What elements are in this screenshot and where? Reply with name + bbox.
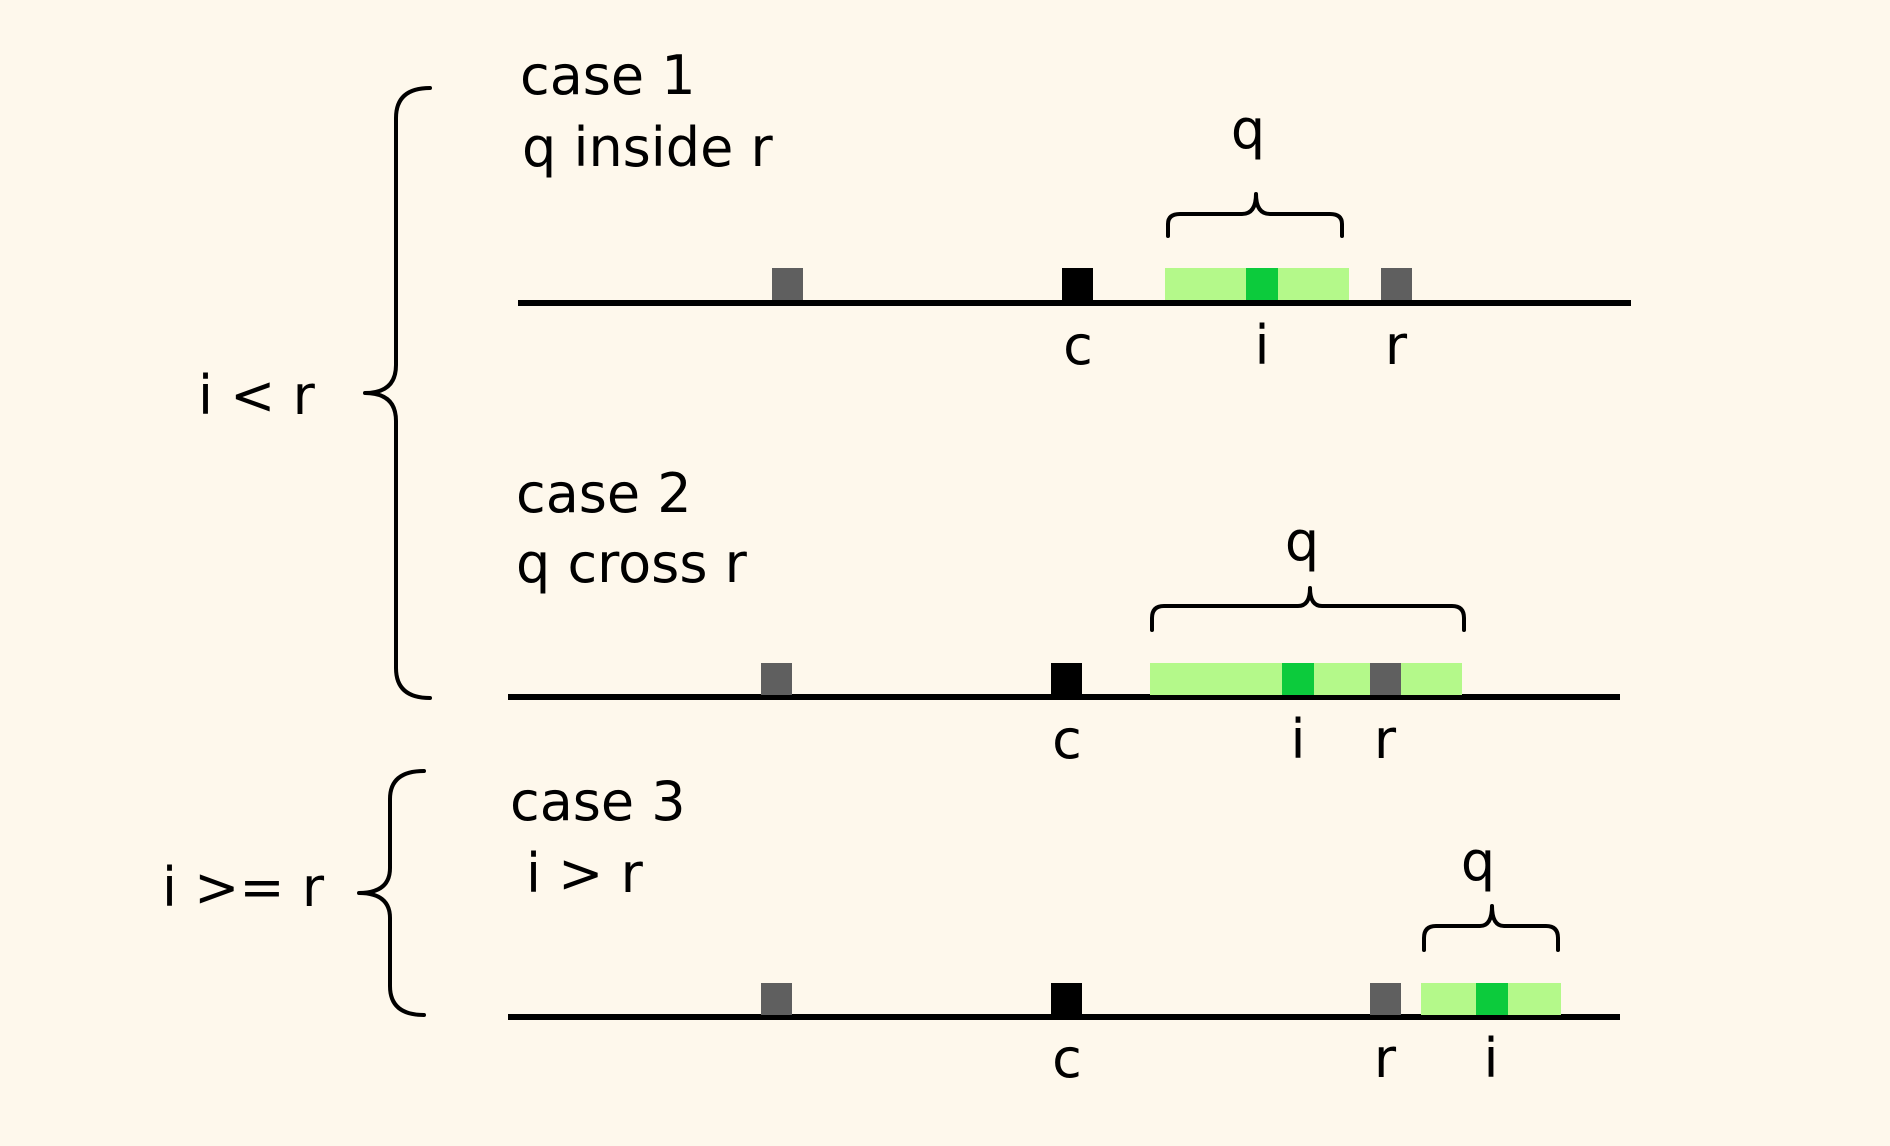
- case-subtitle: q inside r: [522, 116, 773, 179]
- mirror-marker: [772, 268, 803, 300]
- q-brace: [1150, 586, 1466, 632]
- case-title: case 2: [516, 462, 692, 525]
- r-marker: [1381, 268, 1412, 300]
- center-marker: [1051, 663, 1082, 695]
- case-subtitle: q cross r: [516, 532, 748, 595]
- case-title: case 3: [510, 770, 686, 833]
- q-brace: [1422, 904, 1560, 952]
- group-label: i < r: [198, 364, 316, 427]
- group-i-greater-equal-r: i >= r: [162, 769, 426, 1017]
- center-marker: [1062, 268, 1093, 300]
- center-marker: [1051, 983, 1082, 1015]
- r-label: r: [1385, 314, 1408, 377]
- i-label: i: [1254, 314, 1269, 377]
- group-label: i >= r: [162, 856, 325, 919]
- r-label: r: [1374, 1027, 1397, 1090]
- c-label: c: [1052, 1027, 1082, 1090]
- case-title: case 1: [520, 44, 696, 107]
- c-label: c: [1052, 708, 1082, 771]
- mirror-marker: [761, 983, 792, 1015]
- group-brace-left: [357, 769, 426, 1017]
- case-2: case 2 q cross r q c i r: [508, 462, 1620, 771]
- r-marker: [1370, 983, 1401, 1015]
- q-label: q: [1285, 510, 1319, 573]
- q-brace: [1166, 192, 1344, 238]
- group-i-less-than-r: i < r: [198, 86, 432, 700]
- case-1: case 1 q inside r q c i r: [518, 44, 1631, 377]
- mirror-marker: [761, 663, 792, 695]
- i-marker: [1476, 983, 1508, 1015]
- i-label: i: [1290, 708, 1305, 771]
- q-label: q: [1461, 830, 1495, 893]
- r-label: r: [1374, 708, 1397, 771]
- group-brace-left: [363, 86, 432, 700]
- case-subtitle: i > r: [526, 842, 644, 905]
- c-label: c: [1063, 314, 1093, 377]
- i-marker: [1246, 268, 1278, 300]
- i-label: i: [1483, 1027, 1498, 1090]
- q-label: q: [1231, 98, 1265, 161]
- i-marker: [1282, 663, 1314, 695]
- r-marker: [1370, 663, 1401, 695]
- case-3: case 3 i > r q c r i: [508, 770, 1620, 1090]
